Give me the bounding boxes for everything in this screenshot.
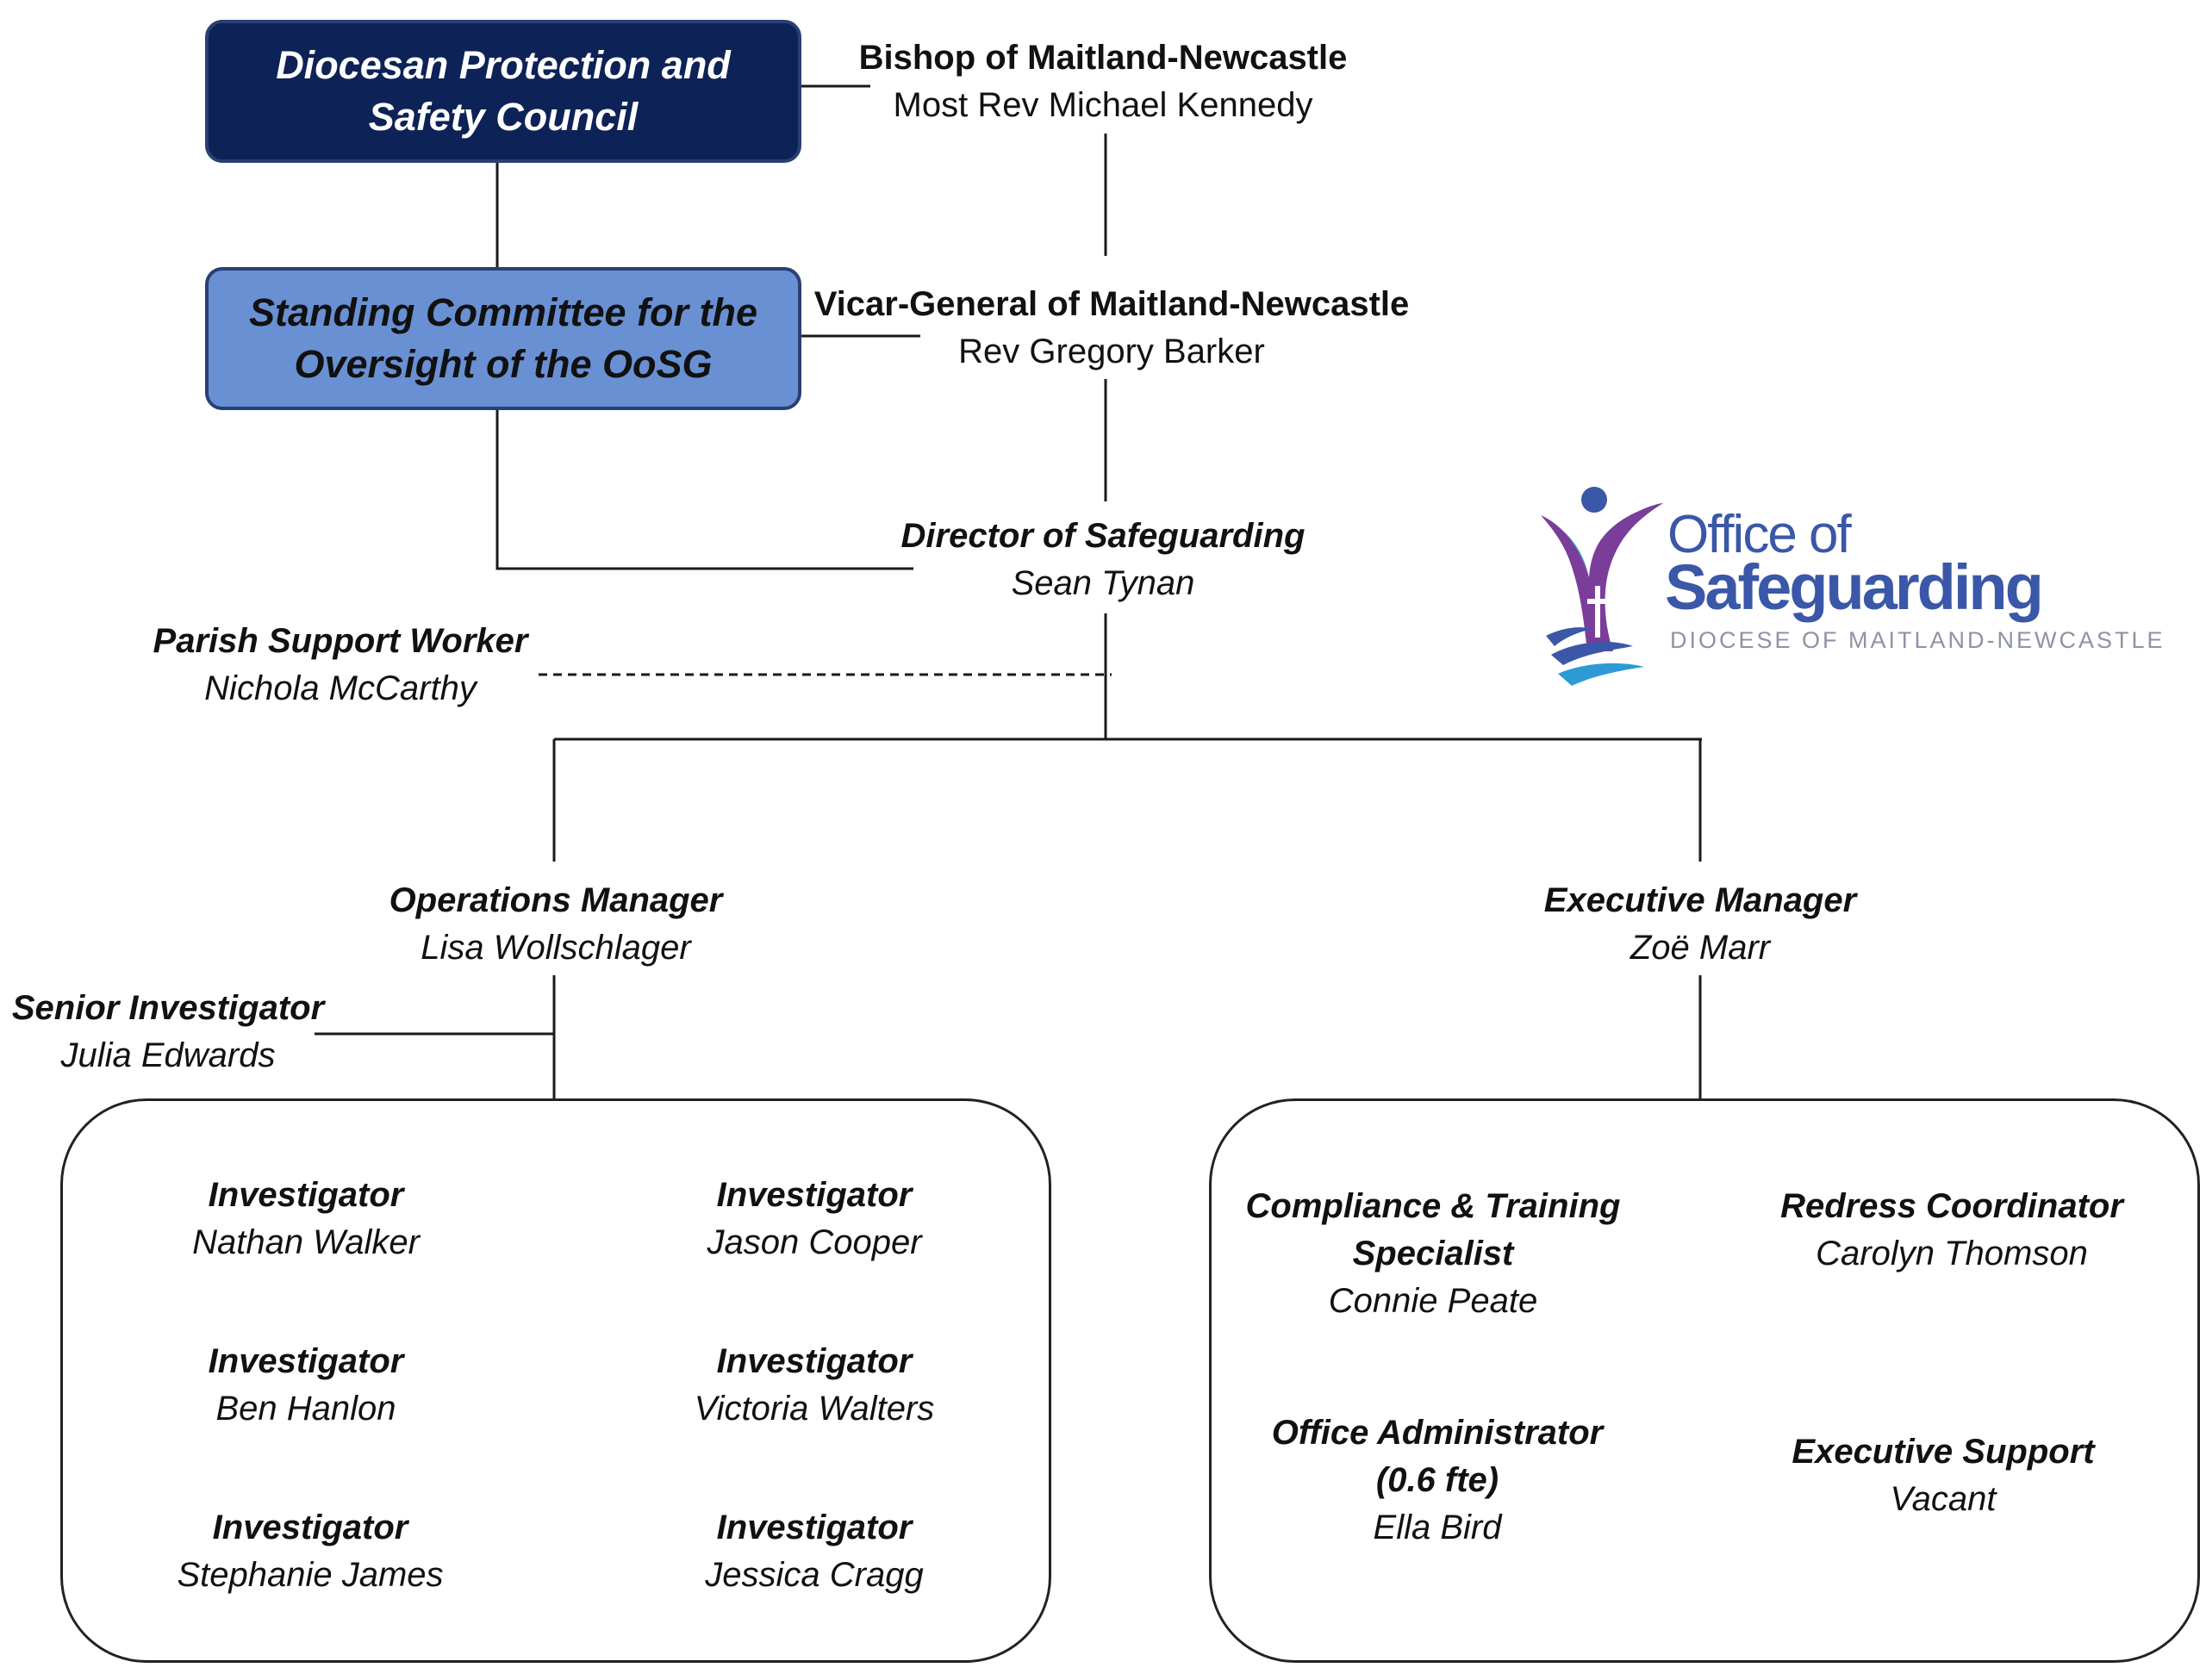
compliance-training-node: Compliance & Training Specialist Connie …: [1218, 1183, 1648, 1325]
logo-text-line2: Safeguarding: [1665, 551, 2044, 623]
redress-coordinator-node: Redress Coordinator Carolyn Thomson: [1741, 1183, 2163, 1278]
compliance-role-line1: Compliance & Training: [1245, 1187, 1621, 1225]
figure-with-cross-icon: [1541, 487, 1663, 686]
executive-manager-node: Executive Manager Zoë Marr: [1485, 877, 1916, 972]
office-admin-name: Ella Bird: [1373, 1509, 1502, 1546]
operations-manager-node: Operations Manager Lisa Wollschlager: [340, 877, 771, 972]
committee-box: Standing Committee for the Oversight of …: [205, 267, 801, 410]
compliance-role-line2: Specialist: [1352, 1235, 1514, 1272]
investigator-name: Jessica Cragg: [705, 1556, 924, 1594]
exec-support-name: Vacant: [1890, 1480, 1997, 1518]
investigator-name: Nathan Walker: [192, 1223, 420, 1261]
investigator-name: Stephanie James: [177, 1556, 444, 1594]
investigator-card: Investigator Jason Cooper: [642, 1172, 987, 1266]
investigator-name: Victoria Walters: [694, 1390, 935, 1428]
investigator-role: Investigator: [208, 1342, 404, 1380]
vicar-general-role: Vicar-General of Maitland-Newcastle: [813, 285, 1410, 323]
executive-support-node: Executive Support Vacant: [1728, 1428, 2159, 1523]
office-of-safeguarding-logo: Office of Safeguarding DIOCESE OF MAITLA…: [1534, 482, 2189, 689]
investigator-card: Investigator Stephanie James: [138, 1504, 483, 1599]
director-node: Director of Safeguarding Sean Tynan: [888, 513, 1318, 607]
bishop-role: Bishop of Maitland-Newcastle: [858, 39, 1348, 77]
council-box: Diocesan Protection and Safety Council: [205, 20, 801, 163]
director-name: Sean Tynan: [1011, 564, 1195, 602]
connector-committee-director: [495, 410, 913, 570]
office-admin-role-line2: (0.6 fte): [1375, 1461, 1499, 1499]
investigator-role: Investigator: [716, 1509, 913, 1546]
committee-title-line1: Standing Committee for the: [248, 290, 757, 334]
executive-team-group: [1209, 1098, 2200, 1663]
parish-support-node: Parish Support Worker Nichola McCarthy: [121, 618, 560, 712]
council-title-line1: Diocesan Protection and: [276, 43, 731, 87]
director-role: Director of Safeguarding: [900, 517, 1306, 555]
senior-investigator-node: Senior Investigator Julia Edwards: [0, 985, 345, 1080]
investigator-card: Investigator Victoria Walters: [642, 1338, 987, 1433]
bishop-node: Bishop of Maitland-Newcastle Most Rev Mi…: [844, 34, 1362, 129]
executive-manager-name: Zoë Marr: [1630, 929, 1771, 967]
senior-investigator-role: Senior Investigator: [11, 989, 325, 1027]
office-administrator-node: Office Administrator (0.6 fte) Ella Bird: [1222, 1409, 1653, 1552]
investigators-group: [60, 1098, 1051, 1663]
office-admin-role-line1: Office Administrator: [1271, 1414, 1604, 1452]
investigator-role: Investigator: [716, 1176, 913, 1214]
redress-role: Redress Coordinator: [1780, 1187, 2123, 1225]
investigator-name: Ben Hanlon: [215, 1390, 396, 1428]
investigator-card: Investigator Ben Hanlon: [134, 1338, 478, 1433]
logo-text-line1: Office of: [1667, 505, 1852, 564]
investigator-role: Investigator: [716, 1342, 913, 1380]
executive-manager-role: Executive Manager: [1543, 881, 1857, 919]
council-title-line2: Safety Council: [368, 95, 639, 139]
exec-support-role: Executive Support: [1792, 1433, 2095, 1471]
bishop-name: Most Rev Michael Kennedy: [893, 86, 1313, 124]
investigator-role: Investigator: [212, 1509, 408, 1546]
parish-support-role: Parish Support Worker: [153, 622, 528, 660]
investigator-role: Investigator: [208, 1176, 404, 1214]
parish-support-name: Nichola McCarthy: [204, 669, 477, 707]
investigator-card: Investigator Nathan Walker: [134, 1172, 478, 1266]
operations-manager-name: Lisa Wollschlager: [421, 929, 691, 967]
operations-manager-role: Operations Manager: [389, 881, 723, 919]
committee-title-line2: Oversight of the OoSG: [294, 342, 713, 386]
vicar-general-name: Rev Gregory Barker: [958, 333, 1265, 370]
investigator-name: Jason Cooper: [707, 1223, 922, 1261]
compliance-name: Connie Peate: [1328, 1282, 1538, 1320]
redress-name: Carolyn Thomson: [1816, 1235, 2088, 1272]
senior-investigator-name: Julia Edwards: [60, 1036, 276, 1074]
investigator-card: Investigator Jessica Cragg: [642, 1504, 987, 1599]
logo-text-line3: DIOCESE OF MAITLAND-NEWCASTLE: [1670, 627, 2165, 653]
vicar-general-node: Vicar-General of Maitland-Newcastle Rev …: [784, 281, 1439, 376]
